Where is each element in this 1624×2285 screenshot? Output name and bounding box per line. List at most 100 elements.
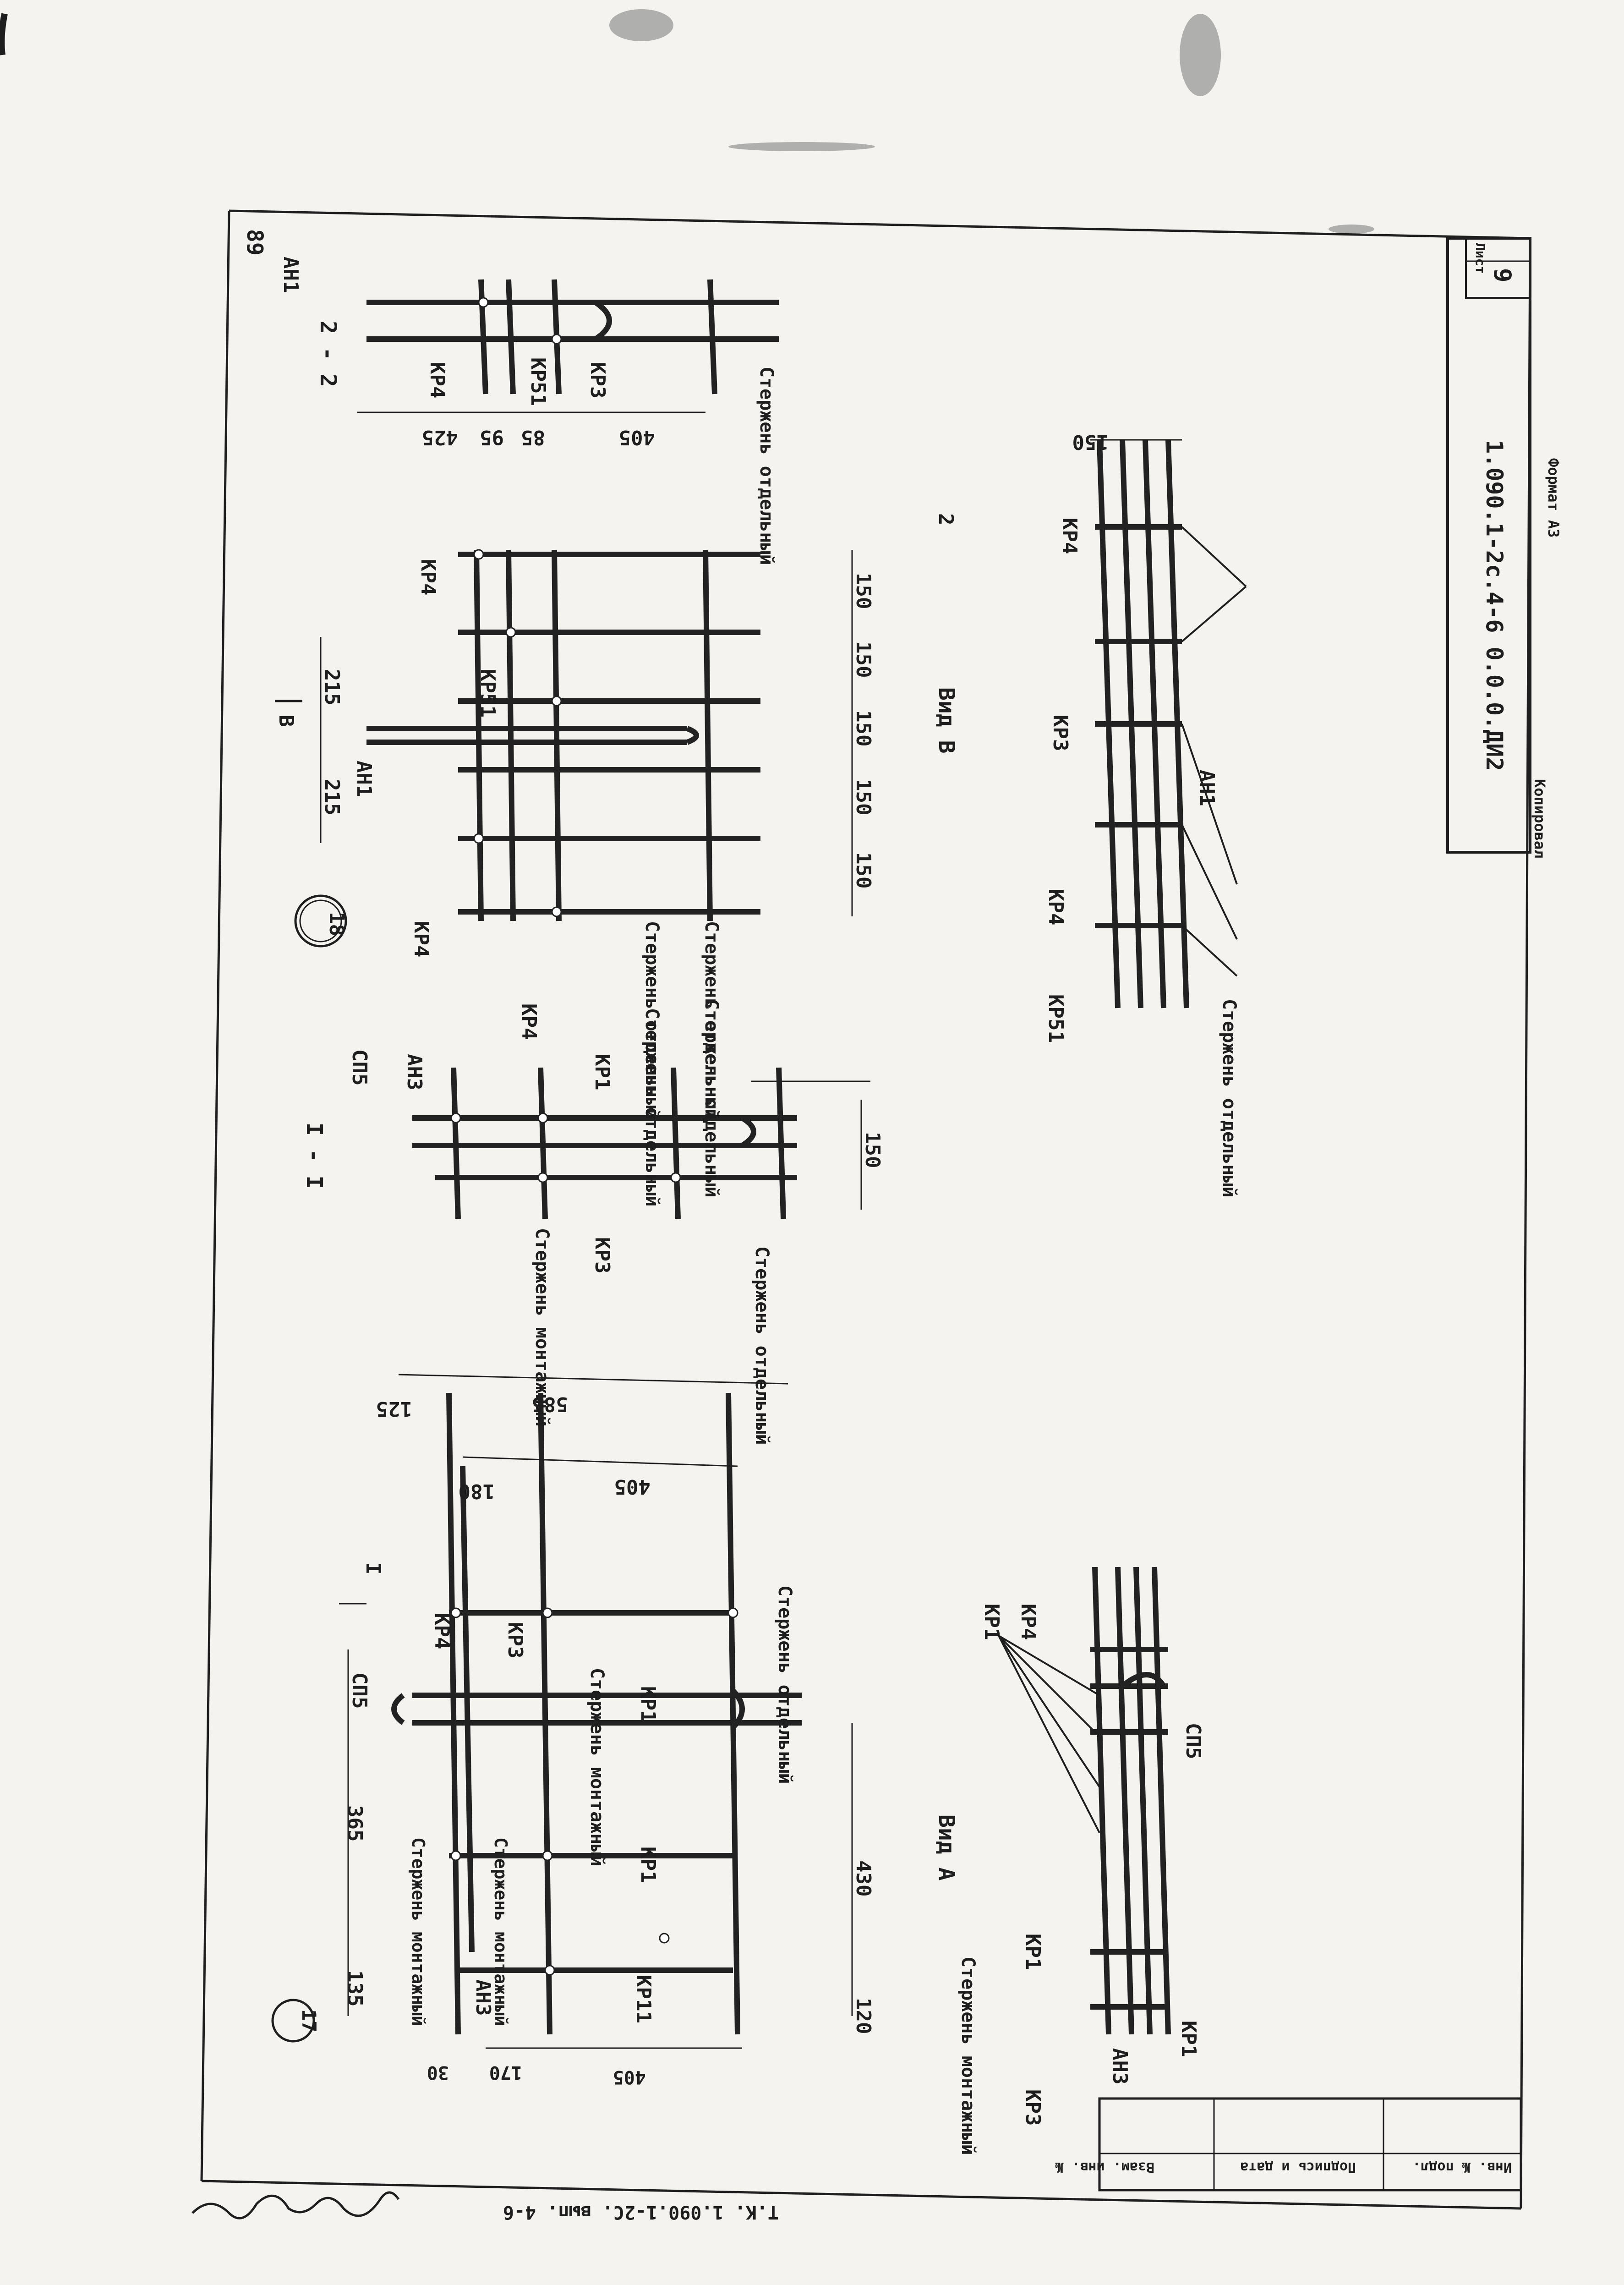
- node-18-dim-95: 95: [480, 426, 504, 449]
- page-corner-mark: [0, 13, 8, 55]
- dim-365: 365: [343, 1805, 366, 1841]
- section-1-1-otd1: Стержень отдельный: [641, 1008, 662, 1206]
- node-17-kp4: КР4: [430, 1613, 454, 1649]
- view-a-kp1c: КР1: [1177, 2021, 1200, 2057]
- dim-120: 120: [852, 1998, 875, 2034]
- view-a-an3: АН3: [1108, 2048, 1132, 2084]
- dim-170: 170: [489, 2062, 522, 2083]
- section-1-1-an3: АН3: [403, 1054, 426, 1090]
- node-18-dim-150-3: 150: [852, 710, 875, 746]
- view-b-kp3: КР3: [1049, 715, 1072, 751]
- node-17-mont1: Стержень монтажный: [586, 1668, 607, 1866]
- section-1-1-mont: Стержень монтажный: [531, 1228, 552, 1426]
- node-17-mont3: Стержень монтажный: [491, 1837, 511, 2026]
- section-1-1-otd3: Стержень отдельный: [751, 1246, 772, 1445]
- section-2-2-drawing: [366, 279, 779, 395]
- node-17-sp5: СП5: [348, 1672, 371, 1709]
- stamp-cell-2: Подпись и дата: [1240, 2159, 1356, 2175]
- node-18-dim-215a: 215: [320, 779, 344, 815]
- section-2-2-title: 2 - 2: [315, 321, 341, 387]
- dim-405b: 405: [613, 2066, 646, 2088]
- section-2-2-kp51: КР51: [526, 357, 550, 406]
- node-17-kp11: КР11: [632, 1975, 655, 2023]
- doc-code: 1.090.1-2с.4-6 0.0.0.ДИ2: [1481, 440, 1508, 771]
- node-18-dim-85: 85: [521, 426, 545, 449]
- view-a-kp3: КР3: [1021, 2089, 1044, 2126]
- node-18-dim-150-5: 150: [852, 852, 875, 888]
- dim-180: 180: [459, 1479, 495, 1503]
- sheet-number: 9: [1488, 268, 1516, 282]
- node-18-kp51: КР51: [476, 669, 499, 718]
- view-b-kp51: КР51: [1044, 994, 1067, 1043]
- node-18-otd1: Стержень отдельный: [641, 921, 662, 1119]
- section-1-1-otd2: Стержень отдельный: [701, 999, 722, 1197]
- sheet-label: Лист: [1473, 243, 1488, 274]
- view-b-kp4a: КР4: [1058, 518, 1081, 554]
- view-a-sp5: СП5: [1181, 1723, 1205, 1759]
- stamp-cell-3: Инв. № подл.: [1412, 2159, 1512, 2175]
- section-2-2-kp4: КР4: [426, 362, 449, 398]
- section-1-1-kp1: КР1: [591, 1054, 614, 1090]
- copied-label: Копировал: [1531, 779, 1548, 858]
- section-2-2-an1: АН1: [279, 257, 302, 293]
- view-a-title: Вид А: [934, 1814, 959, 1881]
- section-1-1-title: I - I: [301, 1123, 327, 1189]
- view-a-drawing: [998, 1567, 1171, 2035]
- stamp-cell-1: Взам. инв. №: [1055, 2159, 1154, 2175]
- node-18-kp4a: КР4: [410, 921, 433, 957]
- dim-135: 135: [343, 1970, 366, 2006]
- view-a-kp4: КР4: [1017, 1604, 1040, 1640]
- node-18-dim-150-4: 150: [852, 779, 875, 815]
- node-17-kp1b: КР1: [636, 1847, 660, 1883]
- view-b-dim-150: 150: [1072, 430, 1109, 454]
- bottom-note: Т.К. 1.090.1-2С. вып. 4-6: [503, 2202, 779, 2223]
- section-1-1-sp5: СП5: [348, 1049, 371, 1085]
- view-a-kp1b: КР1: [1021, 1934, 1044, 1970]
- node-17-kp1a: КР1: [636, 1686, 660, 1722]
- node-18-drawing: [275, 411, 853, 948]
- node-17-otd: Стержень отдельный: [774, 1585, 795, 1784]
- section-1-1-drawing: [412, 1067, 870, 1219]
- dim-405a: 405: [614, 1475, 651, 1498]
- node-18-an1: АН1: [352, 761, 376, 797]
- view-b-kp4b: КР4: [1044, 889, 1067, 925]
- node-18-dim-150-2: 150: [852, 641, 875, 678]
- node-18-section-mark: 2: [934, 513, 957, 526]
- section-2-2-otd: Стержень отдельный: [756, 367, 777, 565]
- view-b-title: Вид В: [934, 687, 959, 754]
- dim-125: 125: [376, 1397, 412, 1420]
- corner-mark: 89: [242, 229, 268, 256]
- node-18-circle: 18: [325, 912, 348, 936]
- node-18-kp4b: КР4: [416, 559, 440, 595]
- section-1-1-kp3: КР3: [591, 1237, 614, 1273]
- dim-430: 430: [852, 1860, 875, 1896]
- view-b-drawing: [1090, 439, 1247, 1008]
- view-b-an1: АН1: [1195, 770, 1219, 806]
- node-18-otd2: Стержень отдельный: [701, 921, 722, 1119]
- node-17-circle: 17: [298, 2009, 320, 2033]
- node-17-an3: АН3: [471, 1979, 495, 2016]
- node-18-dim-150-1: 150: [852, 573, 875, 609]
- title-block: [1446, 237, 1531, 854]
- node-18-view-mark: В: [274, 715, 298, 727]
- dim-30a: 30: [427, 2062, 449, 2083]
- sheet-frame: [200, 209, 1531, 2210]
- view-a-mont: Стержень монтажный: [957, 1956, 979, 2155]
- node-17-mont2: Стержень монтажный: [408, 1837, 428, 2026]
- format-label: Формат А3: [1545, 458, 1562, 537]
- handwritten-signature: [191, 2191, 400, 2219]
- section-2-2-kp3: КР3: [586, 362, 609, 398]
- section-1-1-kp4: КР4: [517, 1003, 541, 1040]
- scan-smudges: [609, 9, 1374, 234]
- dim-585: 585: [532, 1392, 568, 1416]
- view-a-kp1a: КР1: [980, 1604, 1003, 1640]
- node-18-dim-405: 405: [619, 426, 655, 449]
- node-17-kp3: КР3: [503, 1622, 527, 1658]
- node-18-dim-215b: 215: [320, 669, 344, 705]
- approval-stamp: [1098, 2097, 1522, 2192]
- node-17-drawing: [271, 1374, 853, 2049]
- node-18-dim-425: 425: [422, 426, 458, 449]
- view-b-otd: Стержень отдельный: [1219, 999, 1240, 1197]
- section-1-1-dim-150: 150: [861, 1132, 884, 1168]
